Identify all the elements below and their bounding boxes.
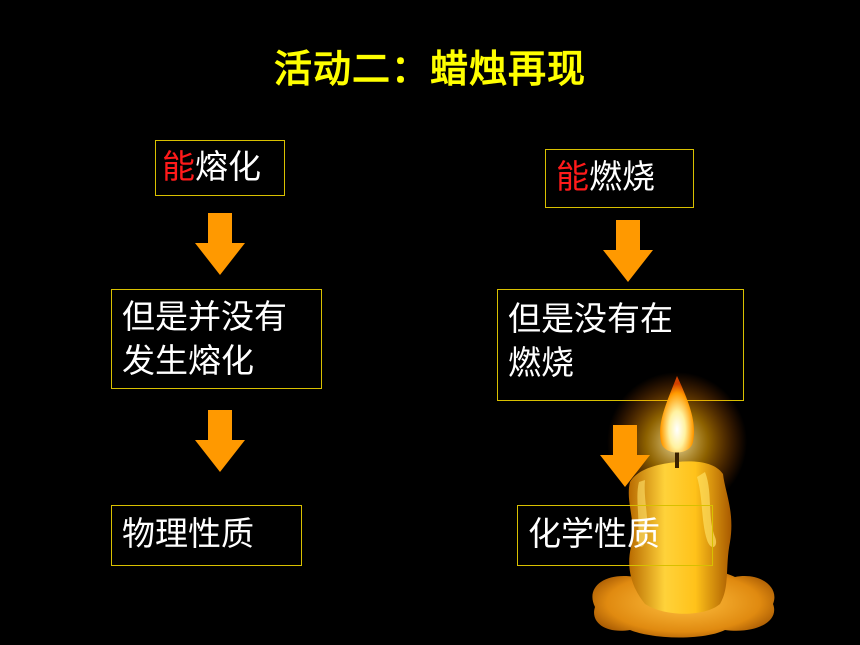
right-box-can-burn: 能燃烧 [545, 149, 694, 208]
right-box-chemical-property: 化学性质 [517, 505, 713, 566]
candle-image [592, 372, 775, 638]
down-arrow-icon [195, 213, 245, 275]
slide-title: 活动二：蜡烛再现 [273, 47, 586, 91]
left-can-text: 熔化 [195, 147, 261, 186]
down-arrow-icon [600, 425, 650, 487]
right-box2-line2: 燃烧 [508, 343, 574, 382]
right-box2-line1: 但是没有在 [508, 299, 673, 338]
left-box-not-melted: 但是并没有 发生熔化 [111, 289, 322, 389]
right-can-text: 燃烧 [589, 157, 655, 196]
left-box-can-melt: 能熔化 [155, 140, 285, 196]
down-arrow-icon [603, 220, 653, 282]
right-can-prefix: 能 [556, 157, 589, 196]
left-box2-line1: 但是并没有 [122, 297, 287, 336]
left-box3-text: 物理性质 [122, 514, 254, 553]
left-can-prefix: 能 [162, 147, 195, 186]
left-box2-line2: 发生熔化 [122, 341, 254, 380]
left-box-physical-property: 物理性质 [111, 505, 302, 566]
right-box3-text: 化学性质 [528, 514, 660, 553]
right-box-not-burning: 但是没有在 燃烧 [497, 289, 744, 401]
down-arrow-icon [195, 410, 245, 472]
